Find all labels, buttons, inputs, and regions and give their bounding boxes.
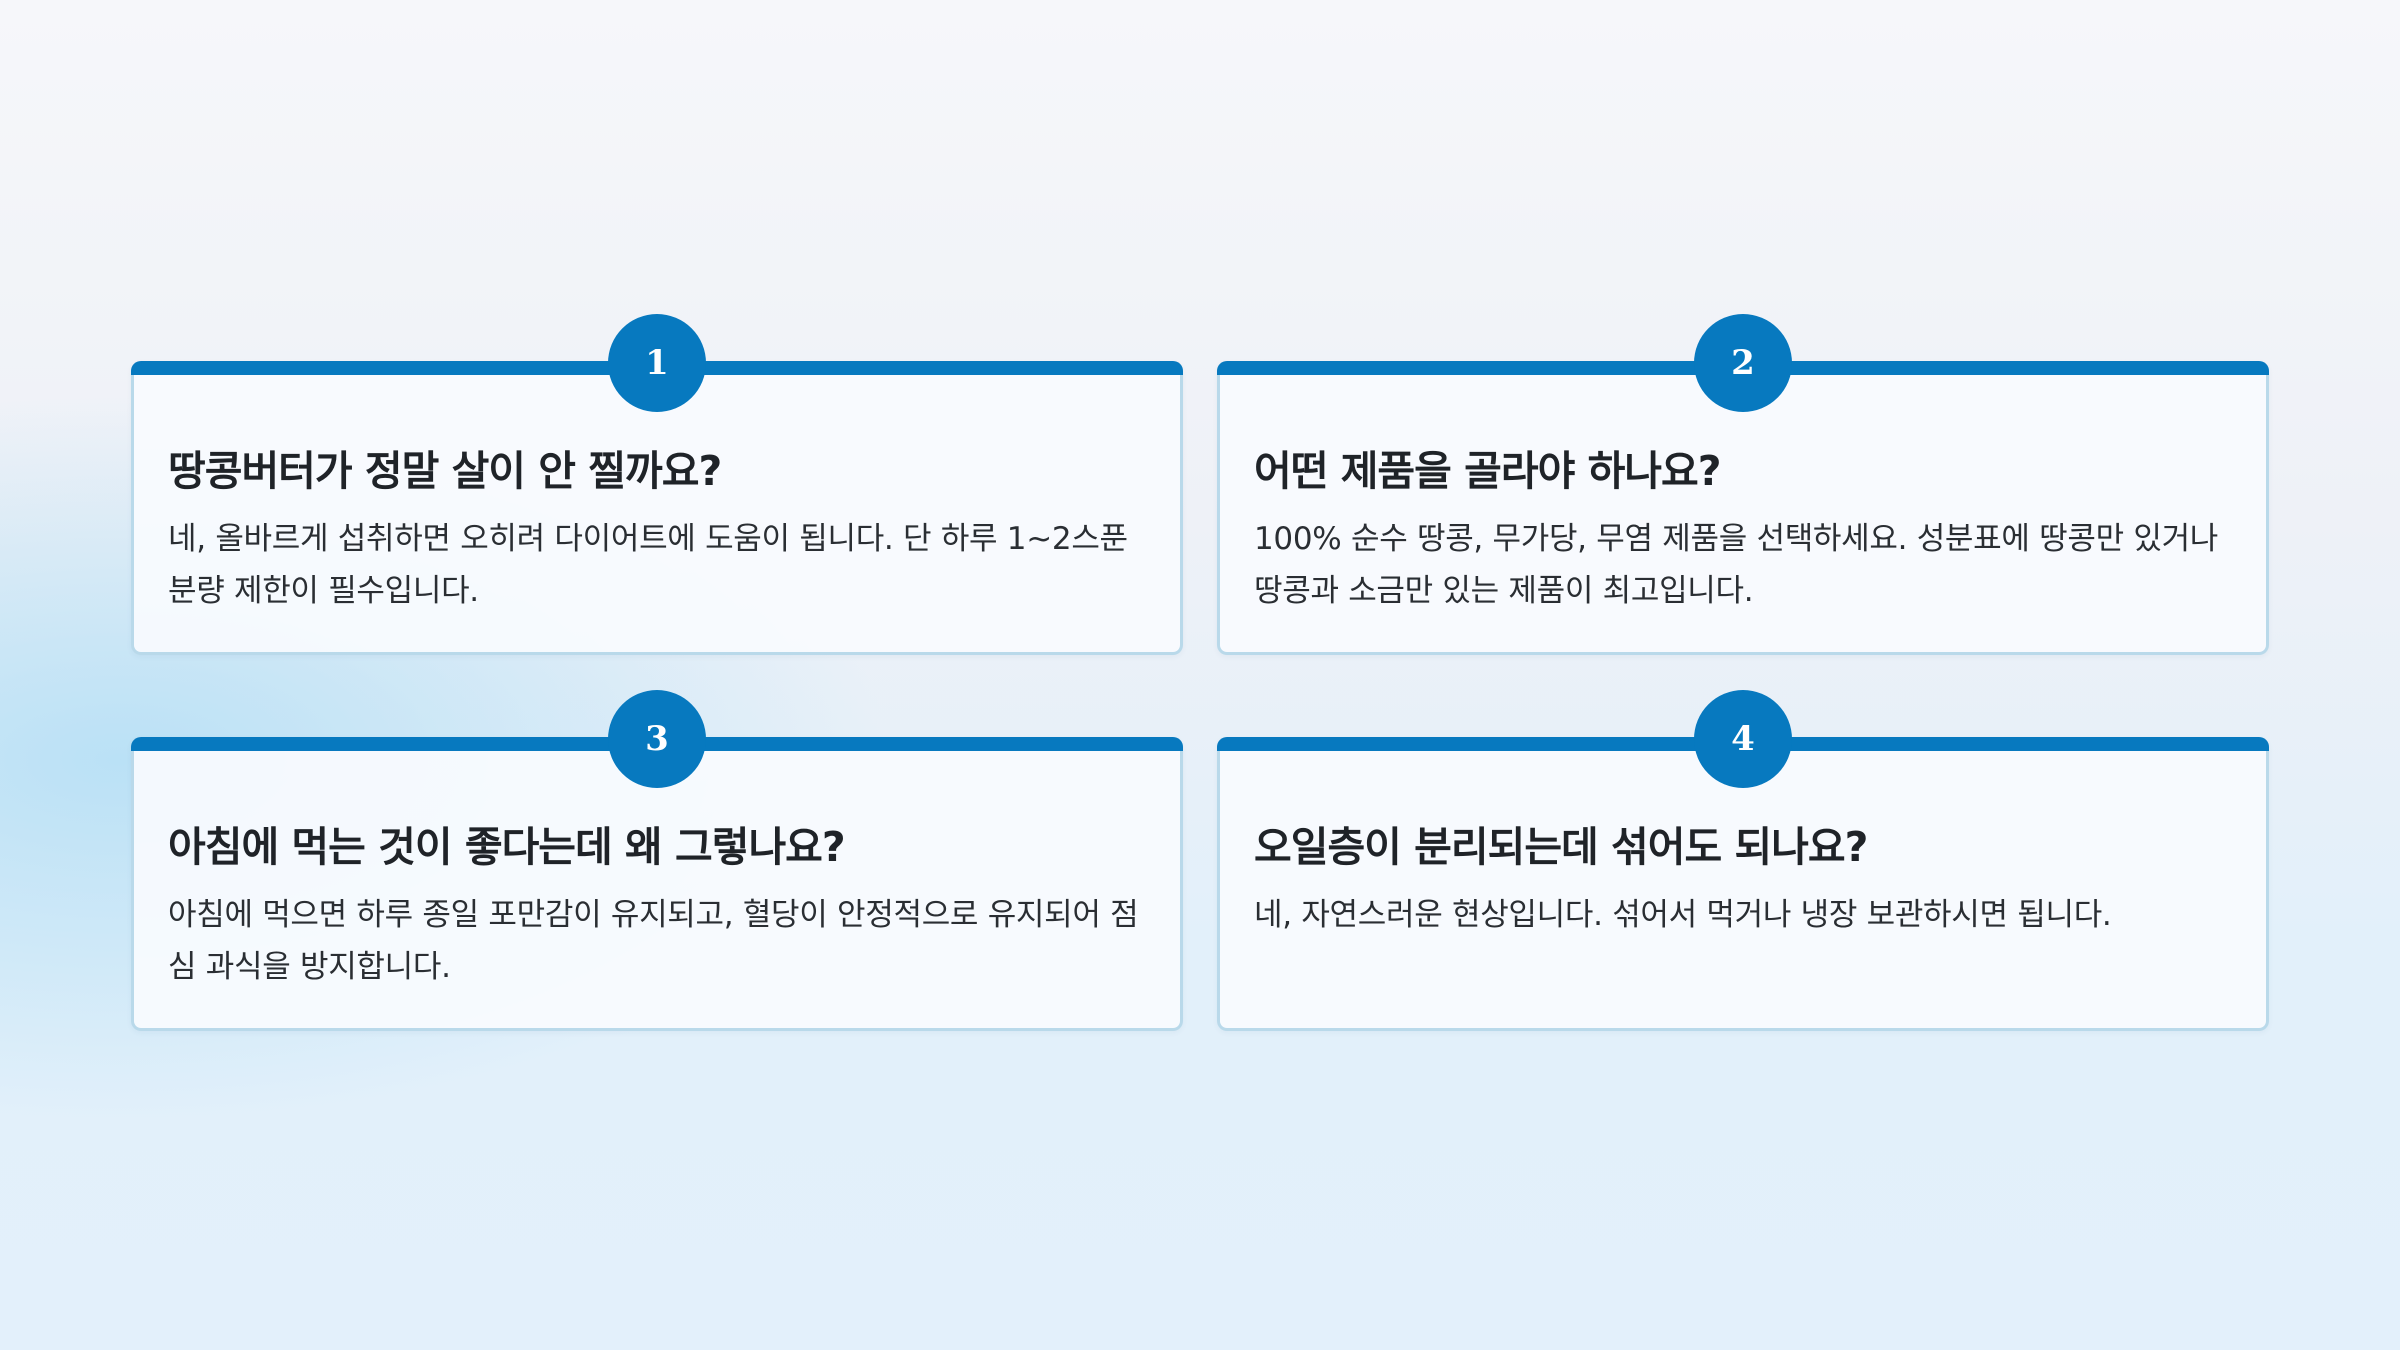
- faq-card-2: 2 어떤 제품을 골라야 하나요? 100% 순수 땅콩, 무가당, 무염 제품…: [1217, 314, 2269, 655]
- faq-grid: 1 땅콩버터가 정말 살이 안 찔까요? 네, 올바르게 섭취하면 오히려 다이…: [131, 314, 2269, 1031]
- faq-card-4: 4 오일층이 분리되는데 섞어도 되나요? 네, 자연스러운 현상입니다. 섞어…: [1217, 690, 2269, 1031]
- number-badge: 2: [1694, 314, 1792, 412]
- faq-answer: 네, 자연스러운 현상입니다. 섞어서 먹거나 냉장 보관하시면 됩니다.: [1254, 897, 2112, 933]
- faq-answer: 100% 순수 땅콩, 무가당, 무염 제품을 선택하세요. 성분표에 땅콩만 …: [1254, 521, 2219, 609]
- faq-question: 어떤 제품을 골라야 하나요?: [1254, 447, 1722, 495]
- faq-answer: 네, 올바르게 섭취하면 오히려 다이어트에 도움이 됩니다. 단 하루 1~2…: [168, 521, 1128, 609]
- number-badge: 1: [608, 314, 706, 412]
- faq-question: 오일층이 분리되는데 섞어도 되나요?: [1254, 823, 1868, 871]
- faq-question: 땅콩버터가 정말 살이 안 찔까요?: [168, 447, 722, 495]
- faq-card-3: 3 아침에 먹는 것이 좋다는데 왜 그렇나요? 아침에 먹으면 하루 종일 포…: [131, 690, 1183, 1031]
- faq-card-1: 1 땅콩버터가 정말 살이 안 찔까요? 네, 올바르게 섭취하면 오히려 다이…: [131, 314, 1183, 655]
- number-badge: 4: [1694, 690, 1792, 788]
- faq-question: 아침에 먹는 것이 좋다는데 왜 그렇나요?: [168, 823, 846, 871]
- faq-answer: 아침에 먹으면 하루 종일 포만감이 유지되고, 혈당이 안정적으로 유지되어 …: [168, 897, 1139, 985]
- number-badge: 3: [608, 690, 706, 788]
